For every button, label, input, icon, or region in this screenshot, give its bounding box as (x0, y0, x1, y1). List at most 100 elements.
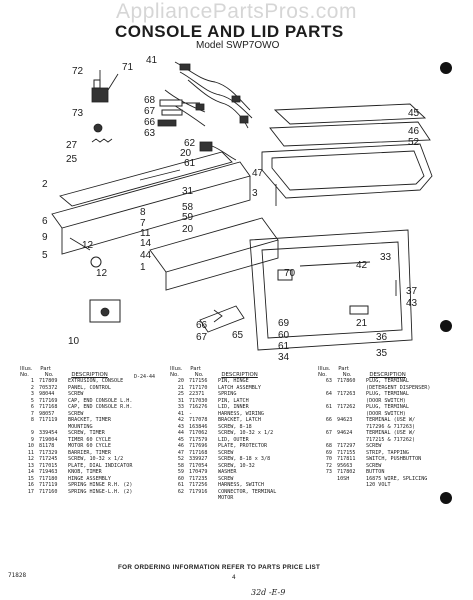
page-title: CONSOLE AND LID PARTS (115, 22, 344, 41)
callout-36: 36 (376, 332, 388, 343)
table-row: 717296 & 717263) (318, 424, 432, 431)
part-no-cell: 717329 (39, 449, 58, 456)
illus-no-cell: 21 (177, 384, 184, 391)
header-no: No. (318, 372, 327, 378)
callout-5: 5 (42, 250, 48, 261)
part-no-cell: 717119 (39, 482, 58, 488)
callout-47: 47 (252, 168, 264, 179)
description-cell: EXTRUSION, CONSOLE (68, 378, 124, 384)
part-no-cell: 717054 (189, 462, 208, 469)
part-no-cell: 717155 (337, 449, 356, 456)
part-no-cell: 717860 (337, 378, 356, 384)
description-cell: PIN, LATCH (218, 397, 249, 404)
header-illus: Illus. (170, 366, 183, 372)
console-extrusion-drawing (51, 151, 251, 255)
illus-no-cell: 20 (177, 378, 184, 384)
callout-7: 7 (140, 218, 146, 229)
binder-hole-top (440, 62, 452, 74)
description-cell: 16875 WIRE, SPLICING (366, 475, 428, 482)
part-no-cell: 717256 (189, 482, 208, 488)
callout-21: 21 (356, 318, 368, 329)
header-illus: Illus. (20, 366, 33, 372)
illus-no-cell: 61 (325, 404, 332, 410)
part-no-cell: 705372 (39, 384, 58, 391)
description-cell: (DOOR SWITCH) (366, 410, 406, 417)
description-cell: BUTTON (366, 469, 385, 475)
illus-no-cell: 33 (177, 404, 184, 410)
page-code: 71828 (8, 572, 27, 579)
illus-no-cell: 12 (27, 456, 34, 462)
description-cell: TIMER 60 CYCLE (68, 436, 111, 443)
part-no-cell: 717579 (189, 436, 208, 443)
spring-button-drawing (91, 123, 113, 143)
part-no-cell: - (189, 410, 193, 417)
part-no-cell: 339927 (189, 456, 208, 462)
illus-no-cell: 5 (30, 397, 34, 404)
callout-37: 37 (406, 286, 418, 297)
part-no-cell: 717811 (337, 456, 356, 462)
watermark: AppliancePartsPros.com (116, 0, 357, 23)
part-no-cell: 717156 (189, 378, 208, 384)
description-cell: SCREW (68, 391, 84, 397)
callout-62: 62 (184, 138, 196, 149)
inner-lid-drawing (249, 229, 413, 351)
callout-31: 31 (182, 186, 194, 197)
description-cell: BRACKET, LATCH (218, 417, 261, 423)
illus-no-cell: 70 (325, 456, 332, 462)
callout-43: 43 (406, 298, 418, 309)
part-no-cell: 717119 (39, 417, 58, 423)
description-cell: LID, INNER (218, 404, 249, 410)
callout-66: 66 (144, 117, 156, 128)
header-part: Part (40, 366, 51, 372)
illus-no-cell: 66 (325, 417, 332, 423)
description-cell: LATCH ASSEMBLY (218, 384, 261, 391)
callout-20: 20 (180, 148, 192, 159)
artwork-tag: D-24-44 (134, 374, 156, 380)
description-cell: WASHER (218, 469, 237, 475)
header-description: DESCRIPTION (221, 372, 258, 378)
description-cell: 717296 & 717263) (366, 423, 416, 430)
callout-52: 52 (408, 137, 420, 148)
callout-72: 72 (72, 66, 84, 77)
callout-35: 35 (376, 348, 388, 359)
callout-45: 45 (408, 108, 420, 119)
part-no-cell: 719463 (39, 469, 58, 475)
part-no-cell: 163846 (189, 423, 208, 430)
column-header: Illus. Part No. No. DESCRIPTION (20, 366, 134, 378)
illus-no-cell: 60 (177, 475, 184, 482)
callout-46: 46 (408, 126, 420, 137)
table-row: (DOOR SWITCH) (318, 398, 432, 405)
illus-no-cell: 72 (325, 462, 332, 469)
header-no: No. (342, 372, 352, 378)
binder-hole-middle (440, 320, 452, 332)
illus-no-cell: 1 (30, 378, 34, 384)
illus-no-cell: 16 (27, 482, 34, 488)
header-part: Part (338, 366, 349, 372)
part-no-cell: 170479 (189, 469, 208, 475)
illus-no-cell: 62 (177, 488, 184, 495)
callout-73: 73 (72, 108, 84, 119)
callout-8: 8 (140, 207, 146, 218)
part-no-cell: 81178 (39, 443, 55, 449)
illus-no-cell: 2 (30, 384, 34, 391)
illus-no-cell: 31 (177, 397, 184, 404)
illus-no-cell (170, 495, 189, 502)
description-cell: CONNECTOR, TERMINAL (218, 488, 277, 495)
callout-14: 14 (140, 238, 152, 249)
illus-no-cell: 3 (30, 391, 34, 397)
table-row: MOTOR (170, 495, 278, 502)
